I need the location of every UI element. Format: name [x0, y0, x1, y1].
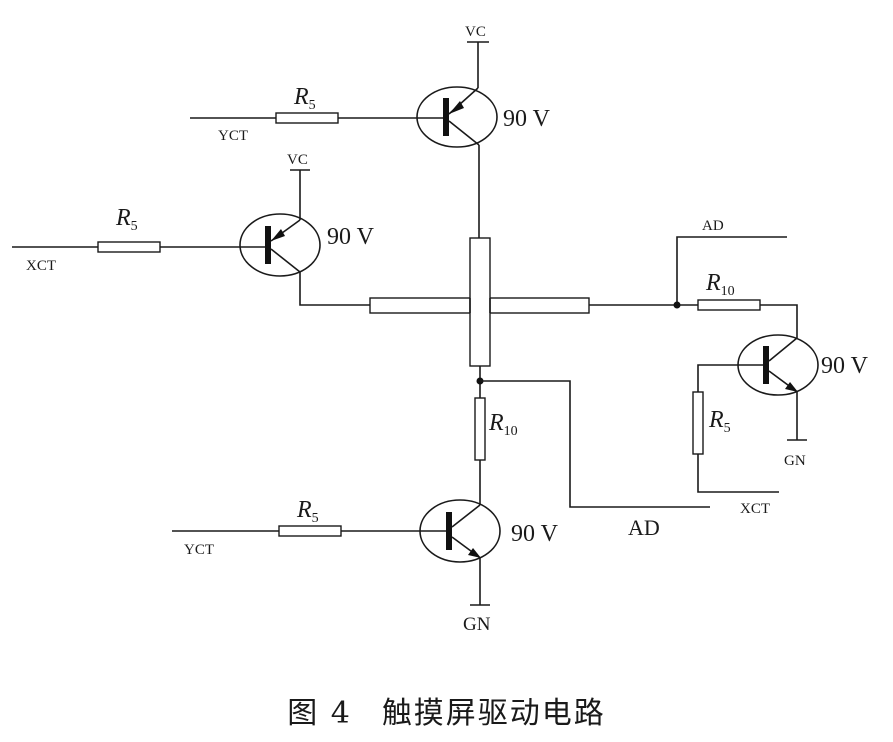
label-xct: XCT	[740, 501, 770, 517]
label-gn: GN	[784, 453, 806, 469]
transistor-top-pnp: VC 90 V YCT R5	[190, 24, 551, 238]
collector-line	[448, 120, 480, 146]
resistor-r5-top	[275, 112, 339, 124]
label-yct: YCT	[218, 128, 248, 144]
label-ad: AD	[702, 218, 724, 234]
wire-ad-right	[676, 236, 787, 305]
resistor-r5-right	[692, 391, 704, 455]
resistor-r10-right	[697, 299, 761, 311]
label-r5: R5	[296, 497, 319, 526]
wire-base-right	[697, 364, 763, 392]
collector-line	[451, 504, 481, 528]
emitter-arrow-icon	[271, 229, 285, 241]
figure-caption: 图 4 触摸屏驱动电路	[0, 688, 893, 732]
transistor-left-pnp: VC 90 V XCT R5	[12, 152, 375, 306]
label-r5: R5	[708, 407, 731, 436]
wire-ad-bottom	[480, 380, 710, 508]
y-layer-resistor	[469, 237, 491, 367]
wire-collector-left	[299, 272, 370, 306]
emitter-arrow-icon	[785, 382, 798, 392]
base-bar	[763, 346, 769, 384]
label-rating: 90 V	[503, 106, 551, 132]
label-vc: VC	[465, 24, 486, 40]
base-bar	[446, 512, 452, 550]
label-r10: R10	[488, 410, 518, 439]
base-bar	[265, 226, 271, 264]
wire-xct-right	[697, 454, 779, 493]
resistor-r10-bottom	[474, 397, 486, 461]
base-bar	[443, 98, 449, 136]
label-vc: VC	[287, 152, 308, 168]
label-rating: 90 V	[821, 353, 869, 379]
transistor-body	[239, 213, 321, 277]
label-xct: XCT	[26, 258, 56, 274]
collector-line	[270, 248, 301, 273]
transistor-right-npn: AD R10 90 V R5 GN XCT	[673, 218, 869, 517]
label-r5: R5	[115, 205, 138, 234]
label-ad: AD	[628, 515, 660, 540]
touch-panel-layers	[369, 237, 698, 400]
label-rating: 90 V	[327, 224, 375, 250]
label-r5: R5	[293, 84, 316, 113]
junction-dot	[673, 301, 681, 309]
emitter-arrow-icon	[449, 101, 464, 114]
transistor-bottom-npn: R10 90 V R5 YCT AD GN	[172, 377, 710, 635]
wire-r10-collector	[760, 304, 798, 338]
figure-title: 触摸屏驱动电路	[381, 696, 606, 731]
label-rating: 90 V	[511, 521, 559, 547]
resistor-r5-left	[97, 241, 161, 253]
resistor-r5-bottom	[278, 525, 342, 537]
emitter-arrow-icon	[468, 548, 481, 558]
label-r10: R10	[705, 270, 735, 299]
collector-line	[768, 337, 798, 362]
transistor-body	[416, 86, 498, 148]
label-gn: GN	[463, 614, 491, 635]
figure-number: 图 4	[287, 696, 352, 731]
label-yct: YCT	[184, 542, 214, 558]
